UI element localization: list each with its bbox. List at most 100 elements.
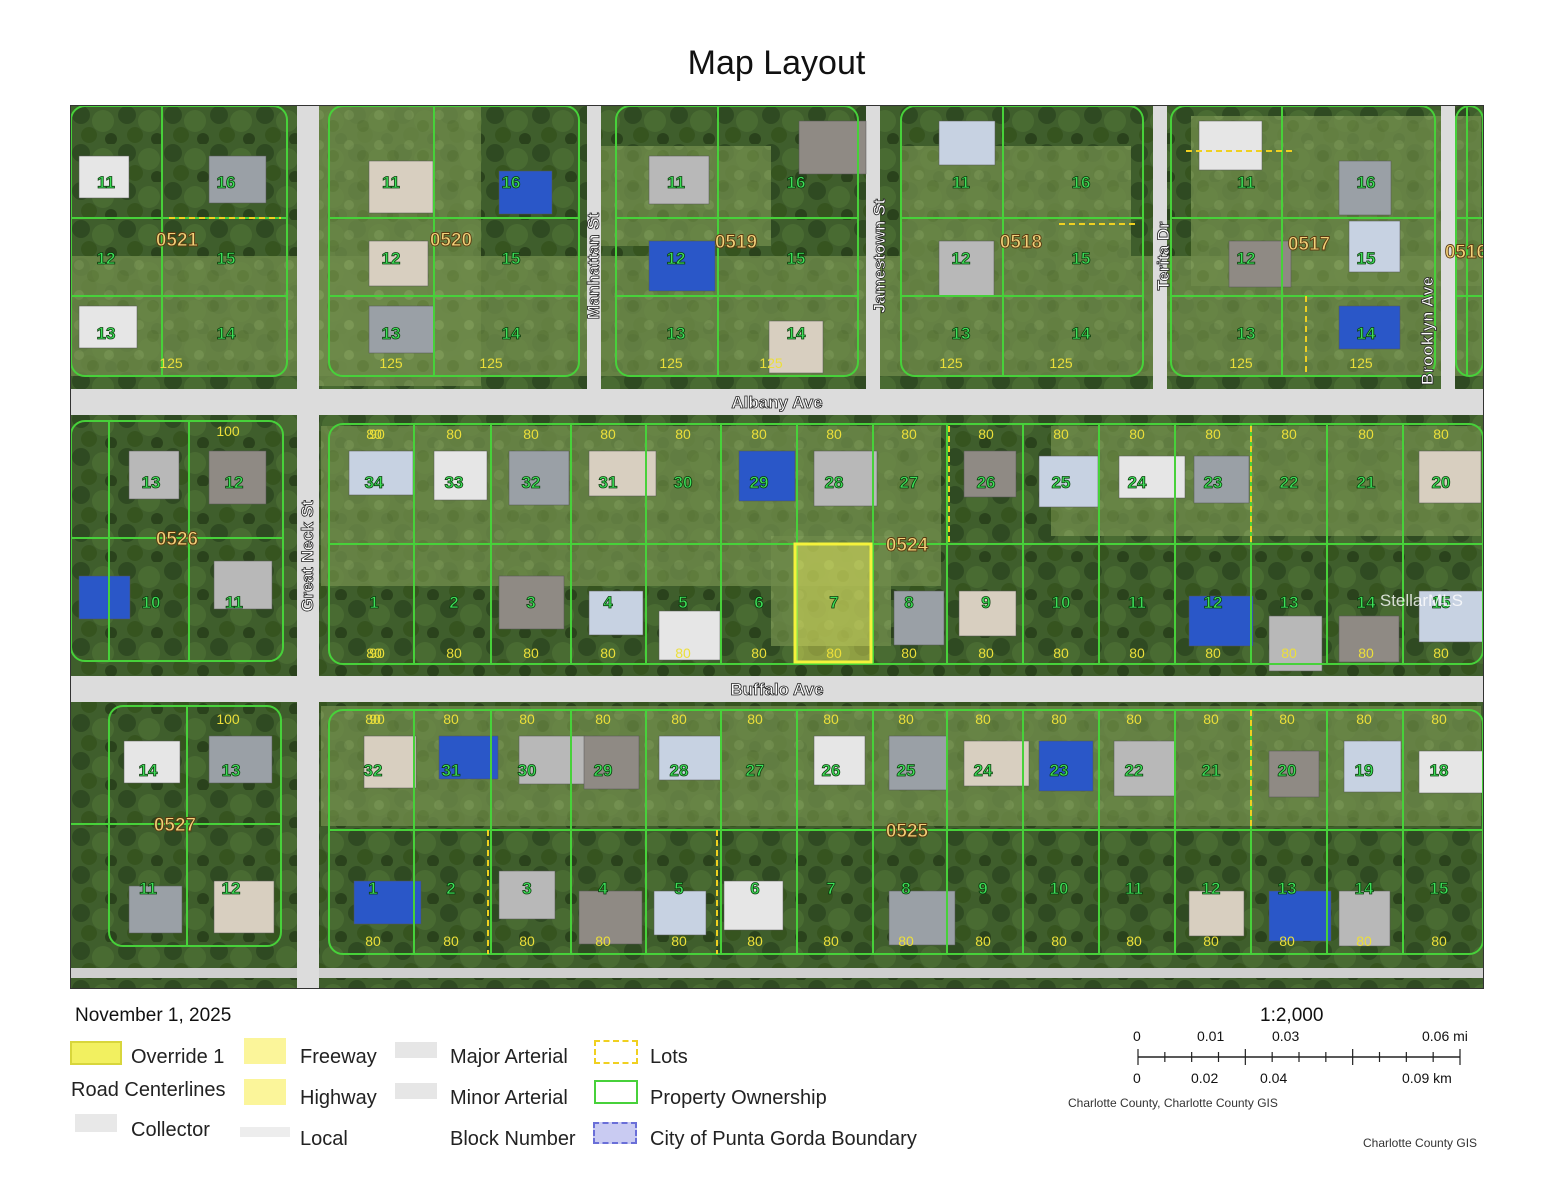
lot-number: 12 <box>1204 593 1223 612</box>
house-roof <box>1268 890 1332 942</box>
scale-bar: 1:2,000 0 0.01 0.03 0.06 mi 0 0.02 0.04 … <box>1060 1005 1490 1125</box>
km-tick-3: 0.09 km <box>1402 1070 1452 1086</box>
lot-number: 3 <box>526 593 535 612</box>
house-roof <box>798 120 867 175</box>
lot-number: 16 <box>1357 173 1376 192</box>
dimension-label: 80 <box>901 645 917 661</box>
lot-number: 13 <box>667 324 686 343</box>
house-roof <box>658 610 721 661</box>
lot-number: 26 <box>977 473 996 492</box>
lot-number: 11 <box>1128 593 1146 612</box>
lot-number: 15 <box>787 249 806 268</box>
mi-tick-0: 0 <box>1133 1028 1141 1044</box>
house-roof <box>963 450 1017 498</box>
dimension-label: 80 <box>826 426 842 442</box>
dimension-label: 80 <box>443 711 459 727</box>
dimension-label: 125 <box>479 355 503 371</box>
km-tick-1: 0.02 <box>1191 1070 1219 1086</box>
dimension-label: 80 <box>1205 645 1221 661</box>
legend-road-centerlines: Road Centerlines <box>71 1079 226 1101</box>
dimension-label: 80 <box>751 426 767 442</box>
lot-number: 8 <box>904 593 913 612</box>
dimension-label: 80 <box>1126 933 1142 949</box>
house-roof <box>578 890 643 945</box>
house-roof <box>888 735 948 791</box>
street-label-vertical: Great Neck St <box>298 500 317 612</box>
yard-patch <box>1051 426 1481 536</box>
dimension-label: 80 <box>519 933 535 949</box>
lots-swatch <box>594 1040 638 1064</box>
lot-number: 13 <box>1278 879 1297 898</box>
dimension-label: 80 <box>443 933 459 949</box>
block-number: 0527 <box>154 815 196 836</box>
dimension-label: 80 <box>975 933 991 949</box>
aerial-map[interactable]: 80 80 80 80 80 80 80 80 80 80 80 80 80 80 80 80 80 80 80 8 0… <box>71 106 1483 988</box>
house-roof <box>128 450 180 500</box>
dimension-label: 80 <box>823 711 839 727</box>
house-roof <box>588 450 657 497</box>
dimension-label: 80 <box>1356 711 1372 727</box>
lot-number: 30 <box>674 473 693 492</box>
lot-number: 6 <box>750 879 759 898</box>
house-roof <box>813 450 878 507</box>
lot-number: 12 <box>667 249 686 268</box>
lot-number: 10 <box>1052 593 1071 612</box>
lot-number: 11 <box>382 173 400 192</box>
house-roof <box>1268 750 1320 798</box>
dimension-label: 80 <box>446 426 462 442</box>
scale-bar-graphic <box>1137 1049 1461 1065</box>
lot-number: 23 <box>1204 473 1223 492</box>
house-roof <box>938 240 995 297</box>
dimension-label: 80 <box>1281 426 1297 442</box>
lot-number: 15 <box>502 249 521 268</box>
street-label-albany-ave: Albany Ave <box>731 393 822 412</box>
lot-number: 24 <box>1128 473 1147 492</box>
dimension-label: 90 <box>369 645 385 661</box>
block-outline <box>615 106 859 377</box>
lot-number: 5 <box>674 879 683 898</box>
block-number: 0524 <box>886 535 929 556</box>
lot-number: 25 <box>897 761 916 780</box>
dimension-label: 125 <box>939 355 963 371</box>
minor-arterial-swatch <box>395 1083 437 1099</box>
house-roof <box>1418 590 1483 643</box>
lot-number: 11 <box>97 173 115 192</box>
block-number: 0520 <box>430 230 472 251</box>
map-view[interactable]: 80 80 80 80 80 80 80 80 80 80 80 80 80 80 80 80 80 80 80 8 0… <box>70 105 1484 989</box>
collector-swatch <box>75 1114 117 1132</box>
dimension-label: 90 <box>369 711 385 727</box>
house-roof <box>1418 450 1482 504</box>
dimension-label: 80 <box>898 933 914 949</box>
km-tick-2: 0.04 <box>1260 1070 1288 1086</box>
lot-number: 29 <box>594 761 613 780</box>
street-label-vertical: Brooklyn Ave <box>1418 277 1437 385</box>
lot-number: 34 <box>365 473 384 492</box>
dimension-label: 80 <box>1358 645 1374 661</box>
map-date: November 1, 2025 <box>75 1005 232 1026</box>
dimension-label: 80 <box>823 933 839 949</box>
lot-number: 26 <box>822 761 841 780</box>
lot-number: 23 <box>1050 761 1069 780</box>
dimension-label: 80 <box>519 711 535 727</box>
house-roof <box>208 735 273 784</box>
dimension-label: 125 <box>1349 355 1373 371</box>
lot-number: 16 <box>1072 173 1091 192</box>
dimension-label: 125 <box>159 355 183 371</box>
dimension-label: 80 <box>1431 933 1447 949</box>
house-roof <box>648 155 710 205</box>
lot-number: 27 <box>900 473 919 492</box>
legend-lots: Lots <box>650 1046 688 1068</box>
property-ownership-swatch <box>594 1080 638 1104</box>
lot-number: 20 <box>1432 473 1451 492</box>
dimension-label: 100 <box>216 711 240 727</box>
lot-number: 12 <box>952 249 971 268</box>
lot-number: 9 <box>981 593 990 612</box>
house-roof <box>208 450 267 505</box>
block-outline <box>1455 106 1483 377</box>
lot-number: 22 <box>1280 473 1299 492</box>
house-roof <box>1338 890 1391 947</box>
lot-number: 7 <box>826 879 835 898</box>
lot-number: 15 <box>1430 879 1449 898</box>
dimension-label: 80 <box>365 933 381 949</box>
